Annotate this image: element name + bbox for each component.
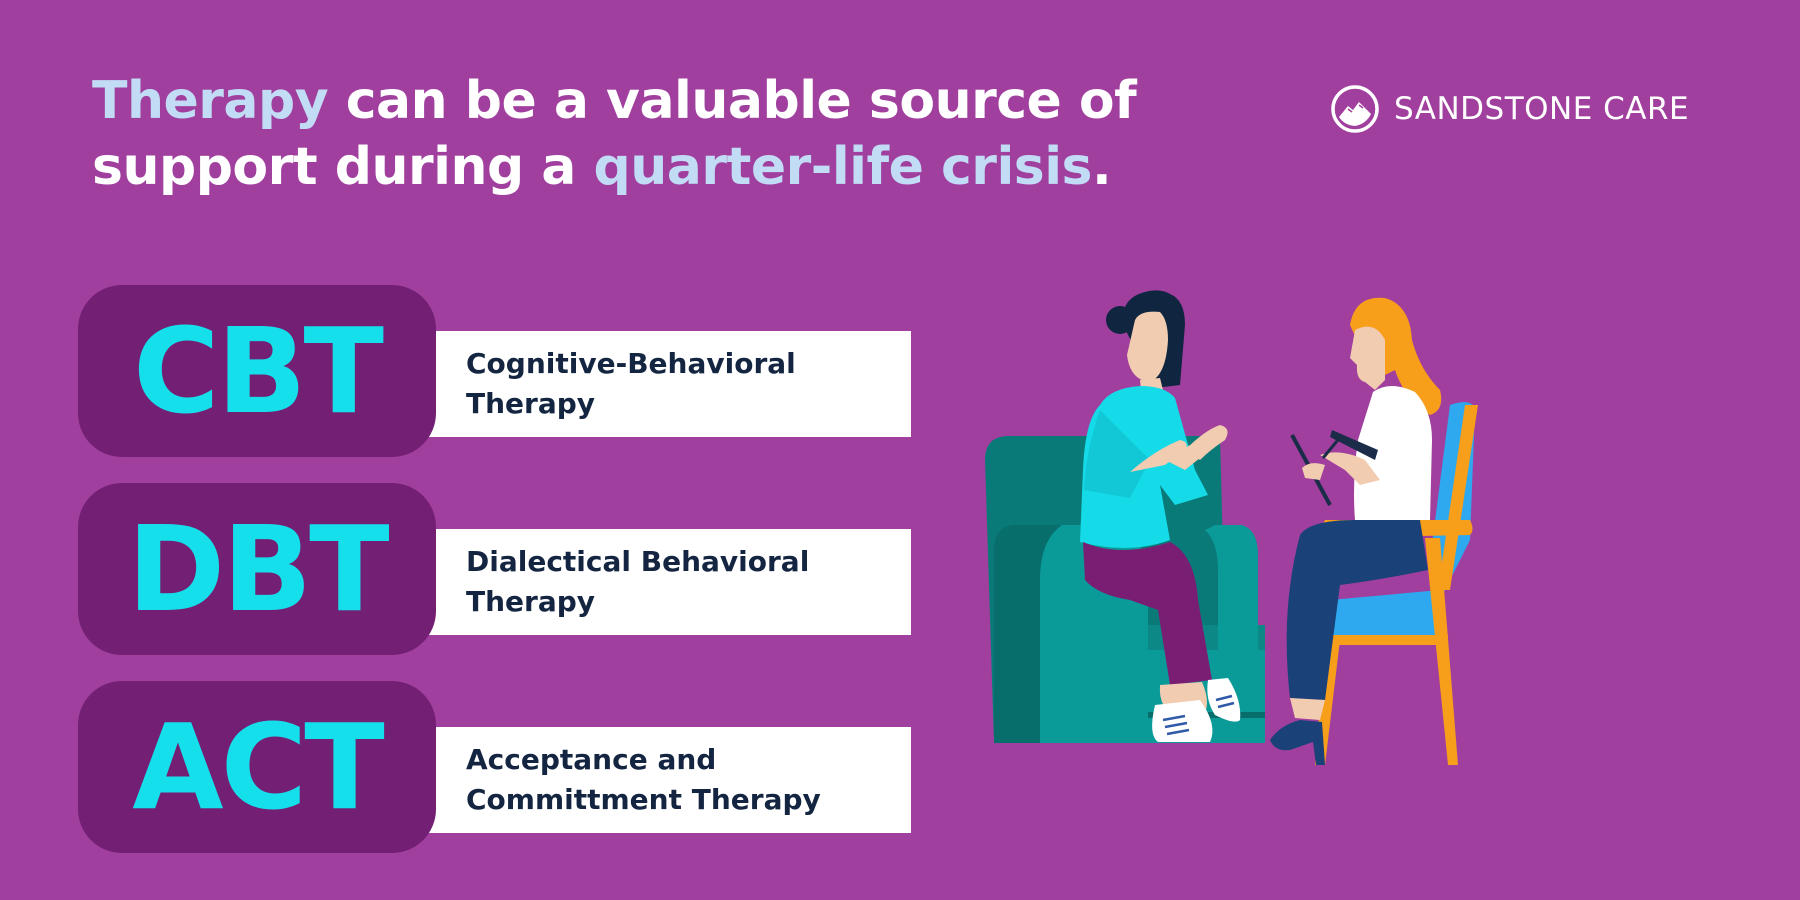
abbr-box: CBT (78, 285, 436, 457)
therapy-abbr: ACT (132, 698, 384, 836)
therapy-name: Cognitive-Behavioral Therapy (466, 347, 796, 420)
therapy-row-cbt: CBT Cognitive-Behavioral Therapy (78, 285, 913, 457)
therapy-name: Acceptance and Committment Therapy (466, 743, 821, 816)
name-box: Dialectical Behavioral Therapy (424, 529, 911, 635)
therapist-chair-icon (1315, 402, 1478, 765)
headline-highlight-crisis: quarter-life crisis (593, 137, 1093, 197)
abbr-box: DBT (78, 483, 436, 655)
abbr-box: ACT (78, 681, 436, 853)
name-box: Cognitive-Behavioral Therapy (424, 331, 911, 437)
therapy-session-illustration (985, 290, 1478, 765)
headline-text-1: can be a valuable source of (328, 71, 1137, 131)
therapy-name: Dialectical Behavioral Therapy (466, 545, 810, 618)
therapist-figure (1270, 297, 1442, 765)
therapy-row-dbt: DBT Dialectical Behavioral Therapy (78, 483, 913, 655)
mountain-circle-icon (1331, 85, 1379, 133)
client-figure (1080, 290, 1241, 742)
sandstone-care-logo: SANDSTONE CARE (1330, 84, 1689, 134)
therapy-row-act: ACT Acceptance and Committment Therapy (78, 681, 913, 853)
logo-text: SANDSTONE CARE (1394, 91, 1690, 127)
headline-highlight-therapy: Therapy (92, 71, 329, 131)
headline-text-2: support during a (92, 137, 594, 197)
headline: Therapy can be a valuable source of supp… (92, 68, 1137, 200)
therapy-abbr: DBT (127, 500, 389, 638)
therapy-abbr: CBT (132, 302, 384, 440)
headline-text-3: . (1092, 137, 1112, 197)
name-box: Acceptance and Committment Therapy (424, 727, 911, 833)
